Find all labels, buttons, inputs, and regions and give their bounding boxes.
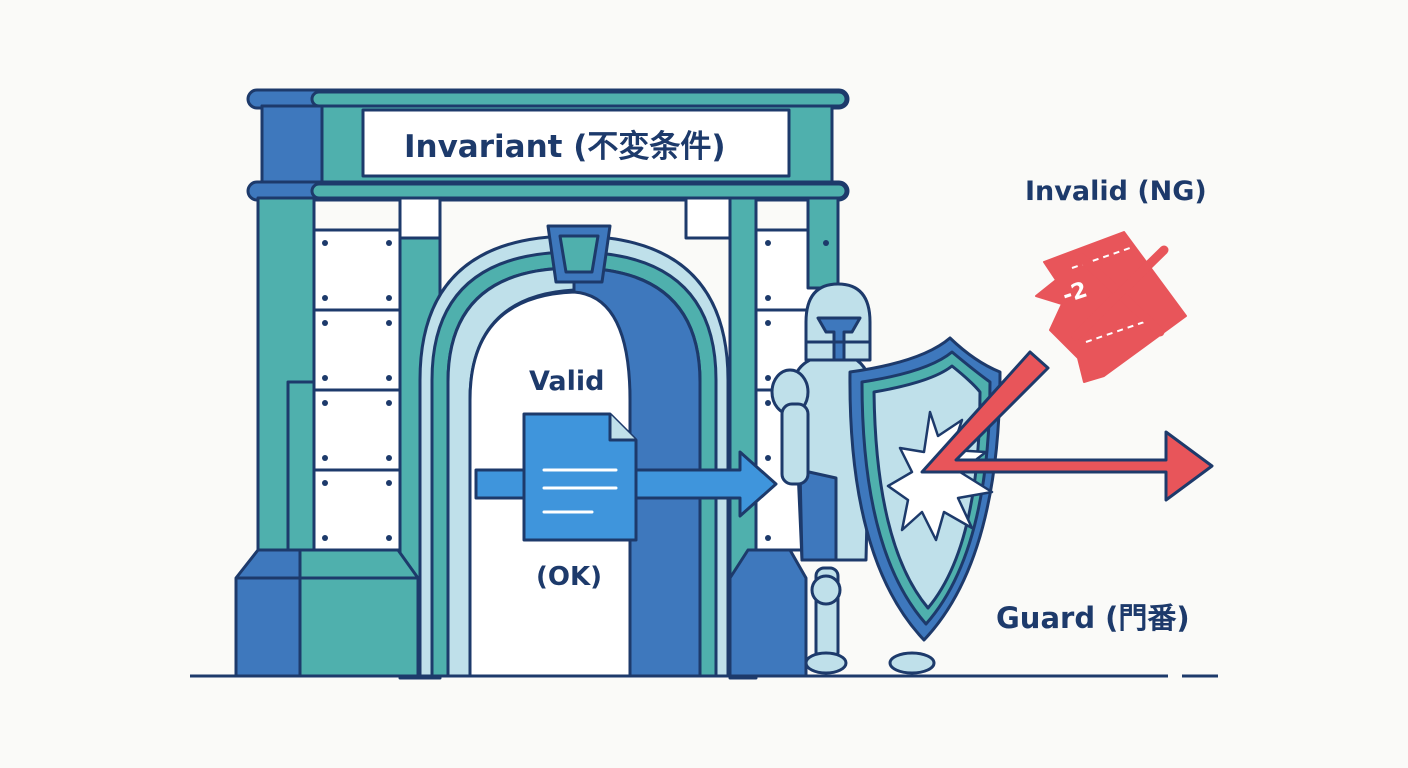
shield-icon bbox=[848, 336, 1002, 642]
x-mark-icon bbox=[1071, 245, 1169, 341]
reject-arrow bbox=[920, 350, 1214, 502]
gate-sign-label: Invariant (不変条件) bbox=[404, 129, 726, 165]
valid-ok-label: (OK) bbox=[536, 562, 603, 592]
valid-label: Valid bbox=[529, 366, 605, 397]
sign-board bbox=[361, 108, 791, 178]
guard-label: Guard (門番) bbox=[996, 601, 1190, 635]
rivets bbox=[322, 240, 829, 541]
document-icon bbox=[522, 412, 638, 542]
invalid-label: Invalid (NG) bbox=[1025, 176, 1207, 207]
